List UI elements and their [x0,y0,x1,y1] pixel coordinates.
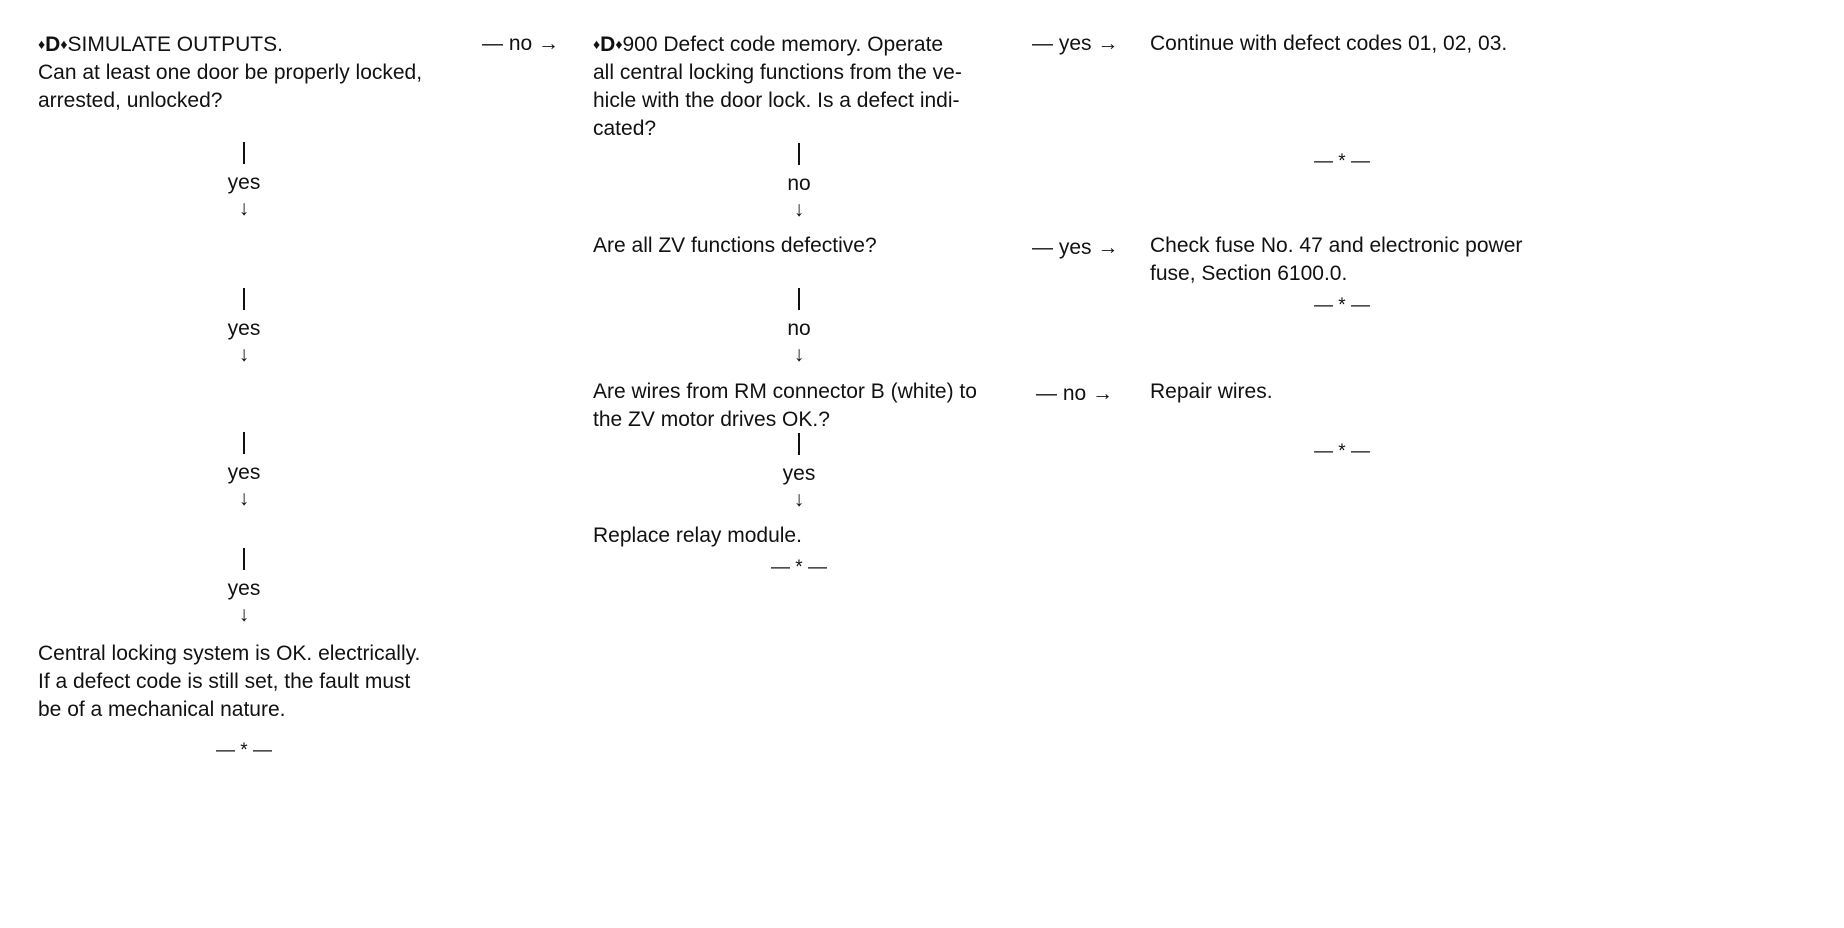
connector-label: yes [227,317,261,340]
step-title: SIMULATE OUTPUTS. [67,33,283,56]
connector-line [798,288,800,310]
connector-line [243,432,245,454]
connector-line [243,548,245,570]
system-ok-result: Central locking system is OK. electrical… [38,640,420,724]
down-arrow-icon: ↓ [793,343,805,366]
step-title: 900 Defect code memory. Operate [622,33,944,56]
zv-functions-question: Are all ZV functions defective? [593,234,877,257]
result-line: Check fuse No. 47 and electronic power [1150,234,1523,257]
flow-connector-yes: yes ↓ [204,142,284,222]
connector-label: yes [227,461,261,484]
diamond-icon: ♦ [593,36,601,52]
link-no-arrow: — no → [1036,382,1114,405]
connector-line [243,142,245,164]
connector-line [243,288,245,310]
down-arrow-icon: ↓ [238,197,250,220]
step-question-line: hicle with the door lock. Is a defect in… [593,89,960,112]
defect-memory-step: ♦D♦900 Defect code memory. Operate all c… [593,30,962,143]
result-line: fuse, Section 6100.0. [1150,262,1348,285]
flow-connector-no: no ↓ [759,143,839,223]
step-question-line: Can at least one door be properly locked… [38,61,423,84]
step-letter: D [45,33,61,56]
step-question-line: arrested, unlocked? [38,89,223,112]
result-line: If a defect code is still set, the fault… [38,670,411,693]
down-arrow-icon: ↓ [793,198,805,221]
result-line: be of a mechanical nature. [38,698,286,721]
connector-label: yes [227,577,261,600]
end-mark: — * — [1314,295,1370,316]
flow-connector-yes: yes ↓ [759,433,839,513]
check-fuse-result: Check fuse No. 47 and electronic power f… [1150,232,1522,288]
simulate-outputs-step: ♦D♦SIMULATE OUTPUTS. Can at least one do… [38,30,422,115]
link-no-arrow: — no → [482,32,560,55]
flow-connector-yes: yes ↓ [204,288,284,368]
step-letter: D [600,33,616,56]
flow-connector-yes: yes ↓ [204,548,284,628]
step-question-line: all central locking functions from the v… [593,61,962,84]
end-mark: — * — [1314,441,1370,462]
link-yes-arrow: — yes → [1032,236,1119,259]
connector-label: no [787,317,811,340]
link-yes-arrow: — yes → [1032,32,1119,55]
end-mark: — * — [771,557,827,578]
end-mark: — * — [1314,151,1370,172]
connector-label: no [787,172,811,195]
down-arrow-icon: ↓ [238,487,250,510]
simulate-outputs-heading: ♦D♦SIMULATE OUTPUTS. [38,30,422,59]
continue-defect-codes-result: Continue with defect codes 01, 02, 03. [1150,32,1508,55]
down-arrow-icon: ↓ [238,603,250,626]
flow-connector-no: no ↓ [759,288,839,368]
wires-question: Are wires from RM connector B (white) to… [593,378,977,434]
step-question-line: cated? [593,117,657,140]
end-mark: — * — [216,740,272,761]
question-line: Are wires from RM connector B (white) to [593,380,977,403]
diamond-icon: ♦ [60,36,68,52]
connector-line [798,433,800,455]
question-line: the ZV motor drives OK.? [593,408,830,431]
repair-wires-result: Repair wires. [1150,380,1273,403]
flow-connector-yes: yes ↓ [204,432,284,512]
replace-relay-result: Replace relay module. [593,524,802,547]
connector-line [798,143,800,165]
down-arrow-icon: ↓ [238,343,250,366]
diamond-icon: ♦ [615,36,623,52]
diamond-icon: ♦ [38,36,46,52]
result-line: Central locking system is OK. electrical… [38,642,421,665]
connector-label: yes [227,171,261,194]
down-arrow-icon: ↓ [793,488,805,511]
connector-label: yes [782,462,816,485]
defect-memory-heading: ♦D♦900 Defect code memory. Operate [593,30,962,59]
